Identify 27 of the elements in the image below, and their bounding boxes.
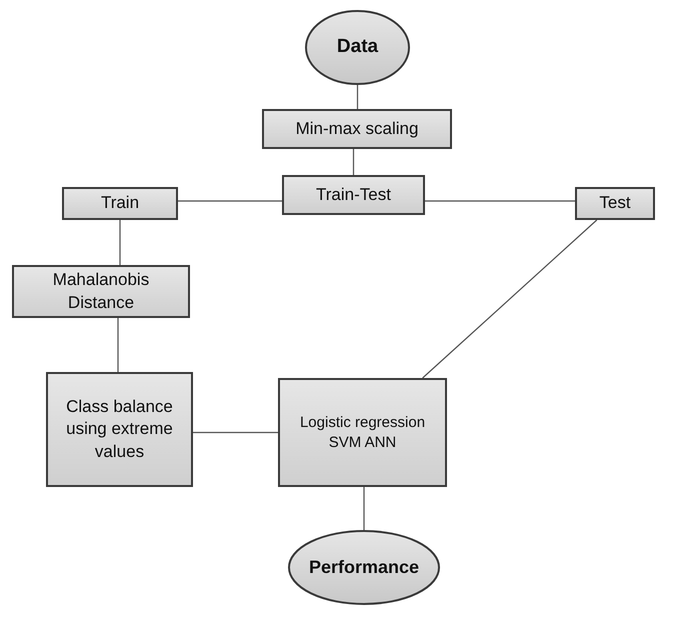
- process-box: [262, 109, 452, 149]
- node-label: Performance: [308, 556, 420, 579]
- node-label: Mahalanobis Distance: [52, 269, 150, 314]
- end-ellipse: [288, 530, 440, 605]
- node-label: Data: [336, 35, 378, 60]
- node-label: Min-max scaling: [296, 118, 418, 140]
- start-ellipse: [305, 10, 410, 85]
- process-box: [62, 187, 178, 220]
- connector-line: [422, 220, 598, 378]
- node-label: Train: [100, 192, 140, 214]
- process-box: [12, 265, 190, 318]
- node-label: Class balance using extreme values: [65, 396, 174, 463]
- process-box: [46, 372, 193, 487]
- node-label: Train-Test: [316, 184, 391, 206]
- connector-line: [356, 85, 358, 109]
- process-box: [278, 378, 447, 487]
- connector-line: [117, 318, 119, 372]
- process-box: [282, 175, 425, 215]
- connector-line: [363, 487, 365, 530]
- connector-line: [193, 432, 278, 434]
- connector-line: [425, 200, 575, 202]
- connector-line: [178, 200, 282, 202]
- connector-line: [352, 149, 354, 175]
- connector-line: [119, 220, 121, 265]
- node-label: Logistic regression SVM ANN: [298, 413, 426, 452]
- process-box: [575, 187, 655, 220]
- node-label: Test: [599, 192, 631, 214]
